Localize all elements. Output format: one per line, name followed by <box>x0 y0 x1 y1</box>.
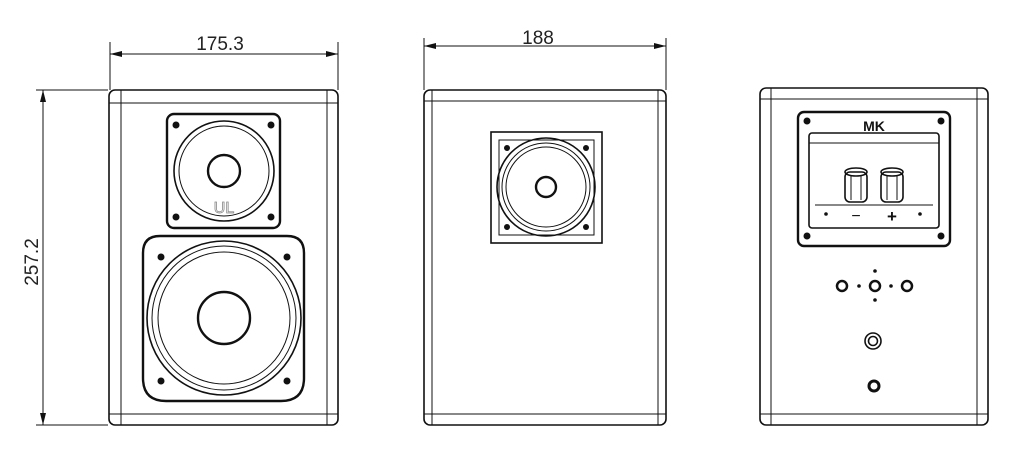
rear-control-cluster <box>835 269 914 302</box>
side-view <box>423 89 667 426</box>
dimension-front-height: 257.2 <box>22 89 108 426</box>
rear-knob-left <box>835 279 849 293</box>
terminal-plate: MK − + <box>796 110 952 248</box>
rear-cabinet <box>759 87 989 426</box>
front-view: UL <box>108 89 339 426</box>
binding-post-minus <box>844 167 868 203</box>
side-cabinet <box>423 89 667 426</box>
screw-icon <box>937 232 945 240</box>
screw-icon <box>172 213 180 221</box>
screw-icon <box>803 232 811 240</box>
front-height-label: 257.2 <box>22 238 43 286</box>
front-woofer <box>141 234 306 403</box>
front-width-label: 175.3 <box>196 34 244 55</box>
side-driver <box>490 131 603 244</box>
rear-knob-center <box>868 279 882 293</box>
dimension-side-depth: 188 <box>423 28 667 90</box>
screw-icon <box>583 145 589 151</box>
side-depth-label: 188 <box>522 28 554 49</box>
brand-logo: MK <box>863 118 885 134</box>
screw-icon <box>157 253 165 261</box>
front-cabinet <box>108 89 339 426</box>
rear-knob-right <box>900 279 914 293</box>
screw-icon <box>504 224 510 230</box>
rear-power-port <box>867 379 881 393</box>
screw-icon <box>803 117 811 125</box>
screw-icon <box>504 145 510 151</box>
rear-view: MK − + <box>759 87 989 426</box>
plus-label: + <box>887 207 897 226</box>
screw-icon <box>267 121 275 129</box>
screw-icon <box>937 117 945 125</box>
dimension-front-width: 175.3 <box>109 34 339 90</box>
rear-input-jack <box>864 332 882 350</box>
screw-icon <box>157 377 165 385</box>
screw-icon <box>583 224 589 230</box>
tweeter-mark: UL <box>214 200 235 217</box>
minus-label: − <box>851 208 860 225</box>
screw-icon <box>283 253 291 261</box>
screw-icon <box>172 121 180 129</box>
front-tweeter: UL <box>165 112 282 230</box>
binding-post-plus <box>880 167 904 203</box>
screw-icon <box>267 213 275 221</box>
screw-icon <box>283 377 291 385</box>
